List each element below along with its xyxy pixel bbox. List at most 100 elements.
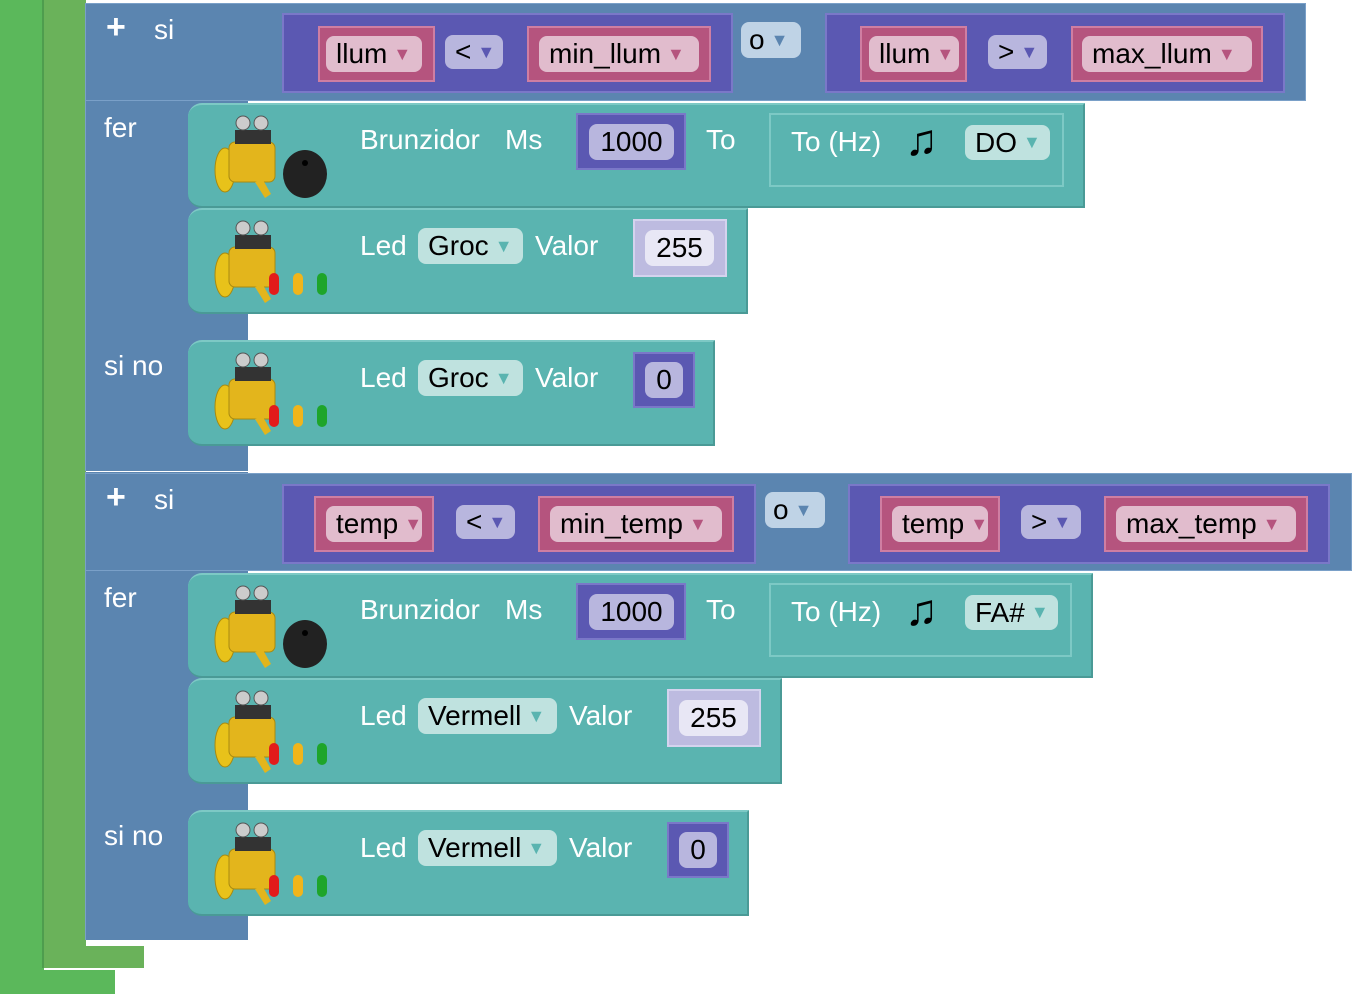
variable-name: max_temp (1126, 508, 1257, 539)
triangle-down-icon: ▼ (688, 513, 707, 534)
variable-name: temp (902, 508, 965, 539)
to-label: To (706, 124, 736, 155)
triangle-down-icon: ▼ (667, 43, 685, 64)
value-input[interactable]: 255 (645, 230, 714, 266)
else-label: si no (104, 350, 164, 381)
led-label: Led (360, 832, 407, 863)
led-color-dropdown[interactable]: Groc▼ (418, 228, 523, 264)
robot-buzzer-image (205, 578, 335, 673)
value-input[interactable]: 0 (645, 362, 683, 398)
music-note-icon: ♫ (905, 116, 938, 165)
led-label: Led (360, 230, 407, 261)
outer-loop-bottom (0, 970, 115, 994)
note-value: DO (975, 126, 1017, 158)
inner-loop-block[interactable] (42, 0, 86, 968)
triangle-down-icon: ▼ (494, 367, 513, 388)
triangle-down-icon: ▼ (527, 837, 546, 858)
inner-loop-bottom (42, 946, 144, 968)
variable-name: temp (336, 508, 399, 539)
operator-dropdown[interactable]: <▼ (456, 505, 515, 539)
variable-name: llum (336, 38, 388, 69)
triangle-down-icon: ▼ (936, 43, 955, 64)
led-label: Led (360, 362, 407, 393)
robot-icon (214, 690, 327, 773)
led-color: Vermell (428, 832, 522, 863)
robot-led-image (205, 815, 335, 910)
robot-icon (214, 585, 327, 668)
operator-dropdown[interactable]: <▼ (445, 35, 503, 69)
robot-led-image (205, 683, 335, 778)
robot-icon (214, 220, 327, 303)
robot-icon (214, 352, 327, 435)
variable-name: max_llum (1092, 38, 1212, 69)
note-dropdown[interactable]: FA#▼ (965, 595, 1058, 630)
hz-label: To (Hz) (791, 596, 882, 627)
triangle-down-icon: ▼ (794, 499, 813, 520)
triangle-down-icon: ▼ (770, 29, 789, 50)
robot-led-image (205, 345, 335, 440)
led-label: Led (360, 700, 407, 731)
variable-dropdown[interactable]: max_llum▼ (1082, 36, 1252, 72)
triangle-down-icon: ▼ (1262, 513, 1281, 534)
value-input[interactable]: 0 (679, 832, 717, 868)
triangle-down-icon: ▼ (1053, 511, 1072, 532)
valor-label: Valor (535, 362, 599, 393)
variable-dropdown[interactable]: temp▼ (892, 506, 988, 542)
variable-dropdown[interactable]: temp▼ (326, 506, 422, 542)
variable-name: min_temp (560, 508, 683, 539)
robot-icon (214, 822, 327, 905)
if-label: si (154, 14, 175, 45)
note-value: FA# (975, 596, 1025, 628)
triangle-down-icon: ▼ (494, 235, 513, 256)
variable-dropdown[interactable]: llum▼ (326, 36, 422, 72)
variable-dropdown[interactable]: min_temp▼ (550, 506, 722, 542)
variable-dropdown[interactable]: max_temp▼ (1116, 506, 1296, 542)
music-note-icon: ♫ (905, 586, 938, 635)
led-color-dropdown[interactable]: Vermell▼ (418, 830, 557, 866)
value-input[interactable]: 255 (679, 700, 748, 736)
triangle-down-icon: ▼ (527, 705, 546, 726)
triangle-down-icon: ▼ (1020, 41, 1039, 62)
led-color: Groc (428, 230, 489, 261)
logic-operator-dropdown[interactable]: o▼ (741, 22, 801, 58)
buzzer-label: Brunzidor (360, 124, 480, 155)
if-label: si (154, 484, 175, 515)
operator: > (1031, 506, 1048, 537)
do-label: fer (104, 582, 137, 613)
robot-buzzer-image (205, 108, 335, 203)
valor-label: Valor (535, 230, 599, 261)
plus-icon[interactable]: + (106, 8, 126, 46)
ms-input[interactable]: 1000 (589, 124, 674, 160)
triangle-down-icon: ▼ (1023, 132, 1041, 152)
operator-dropdown[interactable]: >▼ (1021, 505, 1081, 539)
logic-operator-dropdown[interactable]: o▼ (765, 492, 825, 528)
to-label: To (706, 594, 736, 625)
operator-dropdown[interactable]: >▼ (988, 35, 1047, 69)
plus-icon[interactable]: + (106, 478, 126, 516)
led-color: Vermell (428, 700, 522, 731)
operator: < (466, 506, 483, 537)
led-color-dropdown[interactable]: Vermell▼ (418, 698, 557, 734)
valor-label: Valor (569, 700, 633, 731)
logic-operator: o (749, 24, 765, 55)
led-color: Groc (428, 362, 489, 393)
variable-dropdown[interactable]: llum▼ (869, 36, 959, 72)
triangle-down-icon: ▼ (488, 511, 507, 532)
else-label: si no (104, 820, 164, 851)
note-dropdown[interactable]: DO ▼ (965, 125, 1050, 160)
triangle-down-icon: ▼ (393, 43, 412, 64)
triangle-down-icon: ▼ (1217, 43, 1236, 64)
operator: < (455, 36, 472, 67)
led-color-dropdown[interactable]: Groc▼ (418, 360, 523, 396)
logic-operator: o (773, 494, 789, 525)
ms-input[interactable]: 1000 (589, 594, 674, 630)
variable-name: llum (879, 38, 931, 69)
operator: > (998, 36, 1015, 67)
robot-led-image (205, 213, 335, 308)
buzzer-label: Brunzidor (360, 594, 480, 625)
variable-dropdown[interactable]: min_llum▼ (539, 36, 699, 72)
ms-label: Ms (505, 124, 543, 155)
ms-label: Ms (505, 594, 543, 625)
triangle-down-icon: ▼ (477, 41, 496, 62)
outer-loop-block[interactable] (0, 0, 44, 994)
